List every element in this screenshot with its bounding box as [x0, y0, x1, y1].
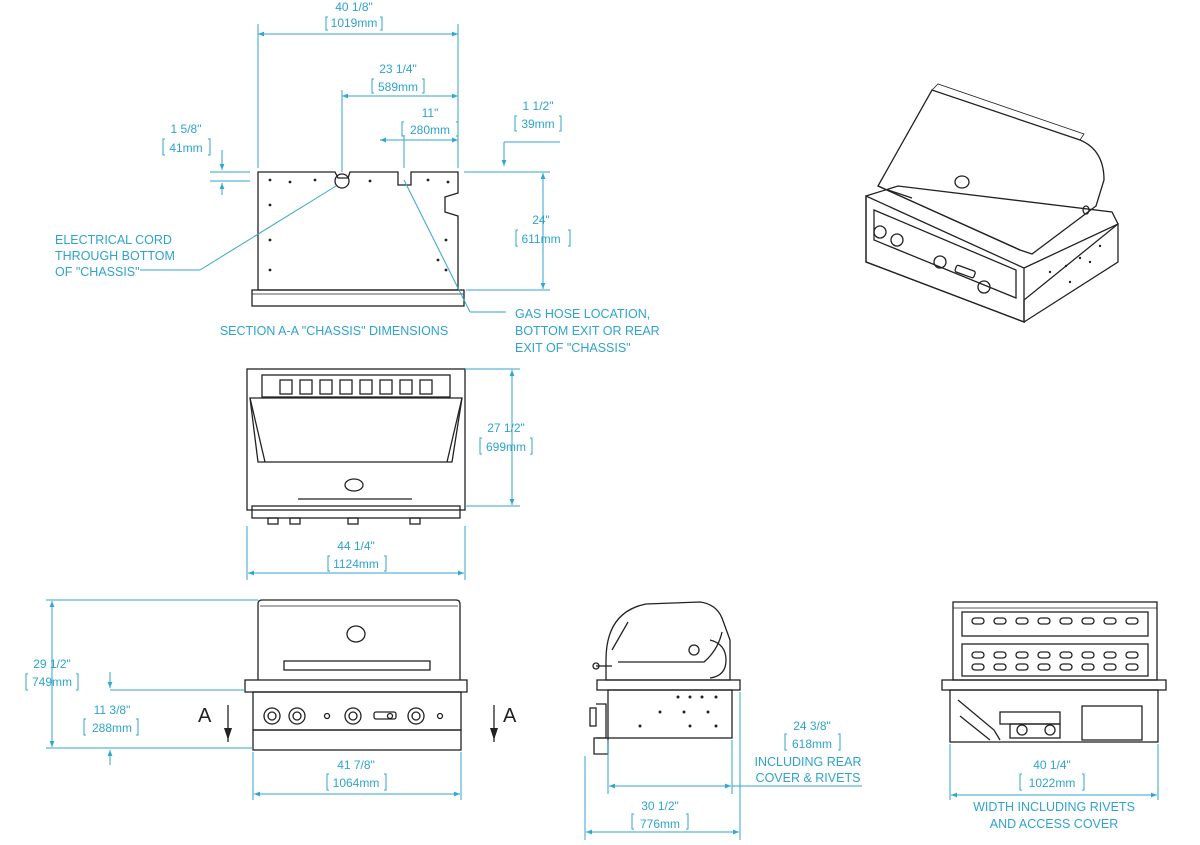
dim-gas-offset: 11" 280mm — [380, 106, 459, 168]
gas-hose-note: GAS HOSE LOCATION, BOTTOM EXIT OR REAR E… — [403, 179, 660, 355]
iso-rivets — [1048, 244, 1102, 284]
chassis-section-view — [251, 171, 465, 307]
svg-text:776mm: 776mm — [640, 817, 680, 831]
iso-knobs — [873, 225, 991, 294]
svg-text:749mm: 749mm — [32, 675, 72, 689]
section-title: SECTION A-A "CHASSIS" DIMENSIONS — [220, 324, 448, 338]
top-lip-mm: 41mm — [169, 141, 202, 155]
svg-text:29 1/2": 29 1/2" — [33, 657, 71, 671]
dim-side-total-depth: 30 1/2" 776mm — [584, 692, 741, 840]
svg-text:INCLUDING REAR: INCLUDING REAR — [755, 755, 862, 769]
front-knobs — [263, 707, 444, 725]
dim-top-lip: 1 5/8" 41mm — [162, 122, 250, 195]
cord-offset-mm: 589mm — [378, 80, 418, 94]
dim-base-height: 11 3/8" 288mm — [83, 672, 245, 765]
section-markers: A A — [198, 705, 517, 742]
chassis-depth-in: 24" — [532, 213, 550, 227]
svg-text:40 1/4": 40 1/4" — [1033, 758, 1071, 772]
svg-text:41 7/8": 41 7/8" — [337, 758, 375, 772]
dim-chassis-depth: 24" 611mm — [464, 171, 571, 291]
svg-text:27 1/2": 27 1/2" — [487, 421, 525, 435]
svg-text:A: A — [198, 705, 212, 727]
rear-lip-mm: 39mm — [521, 117, 554, 131]
dim-side-depth: 24 3/8" 618mm INCLUDING REAR COVER & RIV… — [607, 719, 862, 794]
top-view — [246, 368, 466, 525]
svg-text:THROUGH BOTTOM: THROUGH BOTTOM — [55, 249, 175, 263]
chassis-width-in: 40 1/8" — [335, 0, 373, 14]
svg-text:618mm: 618mm — [792, 737, 832, 751]
svg-text:COVER & RIVETS: COVER & RIVETS — [756, 771, 861, 785]
svg-text:GAS HOSE LOCATION,: GAS HOSE LOCATION, — [515, 307, 650, 321]
svg-text:30 1/2": 30 1/2" — [641, 799, 679, 813]
svg-text:1064mm: 1064mm — [333, 776, 380, 790]
chassis-depth-mm: 611mm — [521, 232, 560, 246]
top-view-knobs — [267, 517, 421, 525]
chassis-width-mm: 1019mm — [331, 16, 378, 30]
gas-offset-in: 11" — [422, 106, 439, 120]
cord-offset-in: 23 1/4" — [379, 62, 417, 76]
rear-vents — [971, 617, 1139, 671]
dim-rear-width: 40 1/4" 1022mm WIDTH INCLUDING RIVETS AN… — [949, 744, 1159, 831]
svg-text:44 1/4": 44 1/4" — [337, 539, 375, 553]
rear-lip-in: 1 1/2" — [523, 99, 554, 113]
gas-offset-mm: 280mm — [410, 123, 450, 137]
chassis-rivets — [268, 178, 450, 272]
dim-top-width: 44 1/4" 1124mm — [246, 526, 466, 580]
svg-text:EXIT OF "CHASSIS": EXIT OF "CHASSIS" — [515, 341, 631, 355]
svg-text:288mm: 288mm — [92, 721, 132, 735]
electrical-cord-note: ELECTRICAL CORD THROUGH BOTTOM OF "CHASS… — [55, 185, 337, 279]
svg-text:BOTTOM EXIT OR REAR: BOTTOM EXIT OR REAR — [515, 324, 660, 338]
dim-front-width: 41 7/8" 1064mm — [252, 752, 462, 800]
dim-overall-height: 29 1/2" 749mm — [25, 599, 258, 749]
dim-chassis-width: 40 1/8" 1019mm — [257, 0, 459, 168]
top-view-grates — [279, 379, 433, 395]
svg-text:WIDTH INCLUDING RIVETS: WIDTH INCLUDING RIVETS — [973, 800, 1135, 814]
svg-text:24 3/8": 24 3/8" — [793, 719, 831, 733]
dim-rear-lip: 1 1/2" 39mm — [464, 99, 562, 173]
svg-text:OF "CHASSIS": OF "CHASSIS" — [55, 265, 140, 279]
svg-text:11 3/8": 11 3/8" — [94, 703, 131, 717]
svg-text:ELECTRICAL CORD: ELECTRICAL CORD — [55, 233, 172, 247]
svg-text:1124mm: 1124mm — [333, 557, 379, 571]
svg-text:A: A — [503, 705, 517, 727]
dim-cord-offset: 23 1/4" 589mm — [341, 62, 458, 172]
svg-text:AND ACCESS COVER: AND ACCESS COVER — [990, 817, 1119, 831]
front-view — [244, 599, 468, 751]
side-view — [589, 601, 741, 755]
side-view-rivets — [638, 695, 718, 728]
isometric-view — [865, 83, 1119, 323]
top-lip-in: 1 5/8" — [171, 122, 202, 136]
svg-text:699mm: 699mm — [486, 440, 526, 454]
rear-view — [941, 601, 1167, 743]
dim-top-depth: 27 1/2" 699mm — [465, 368, 533, 507]
svg-text:1022mm: 1022mm — [1029, 776, 1076, 790]
